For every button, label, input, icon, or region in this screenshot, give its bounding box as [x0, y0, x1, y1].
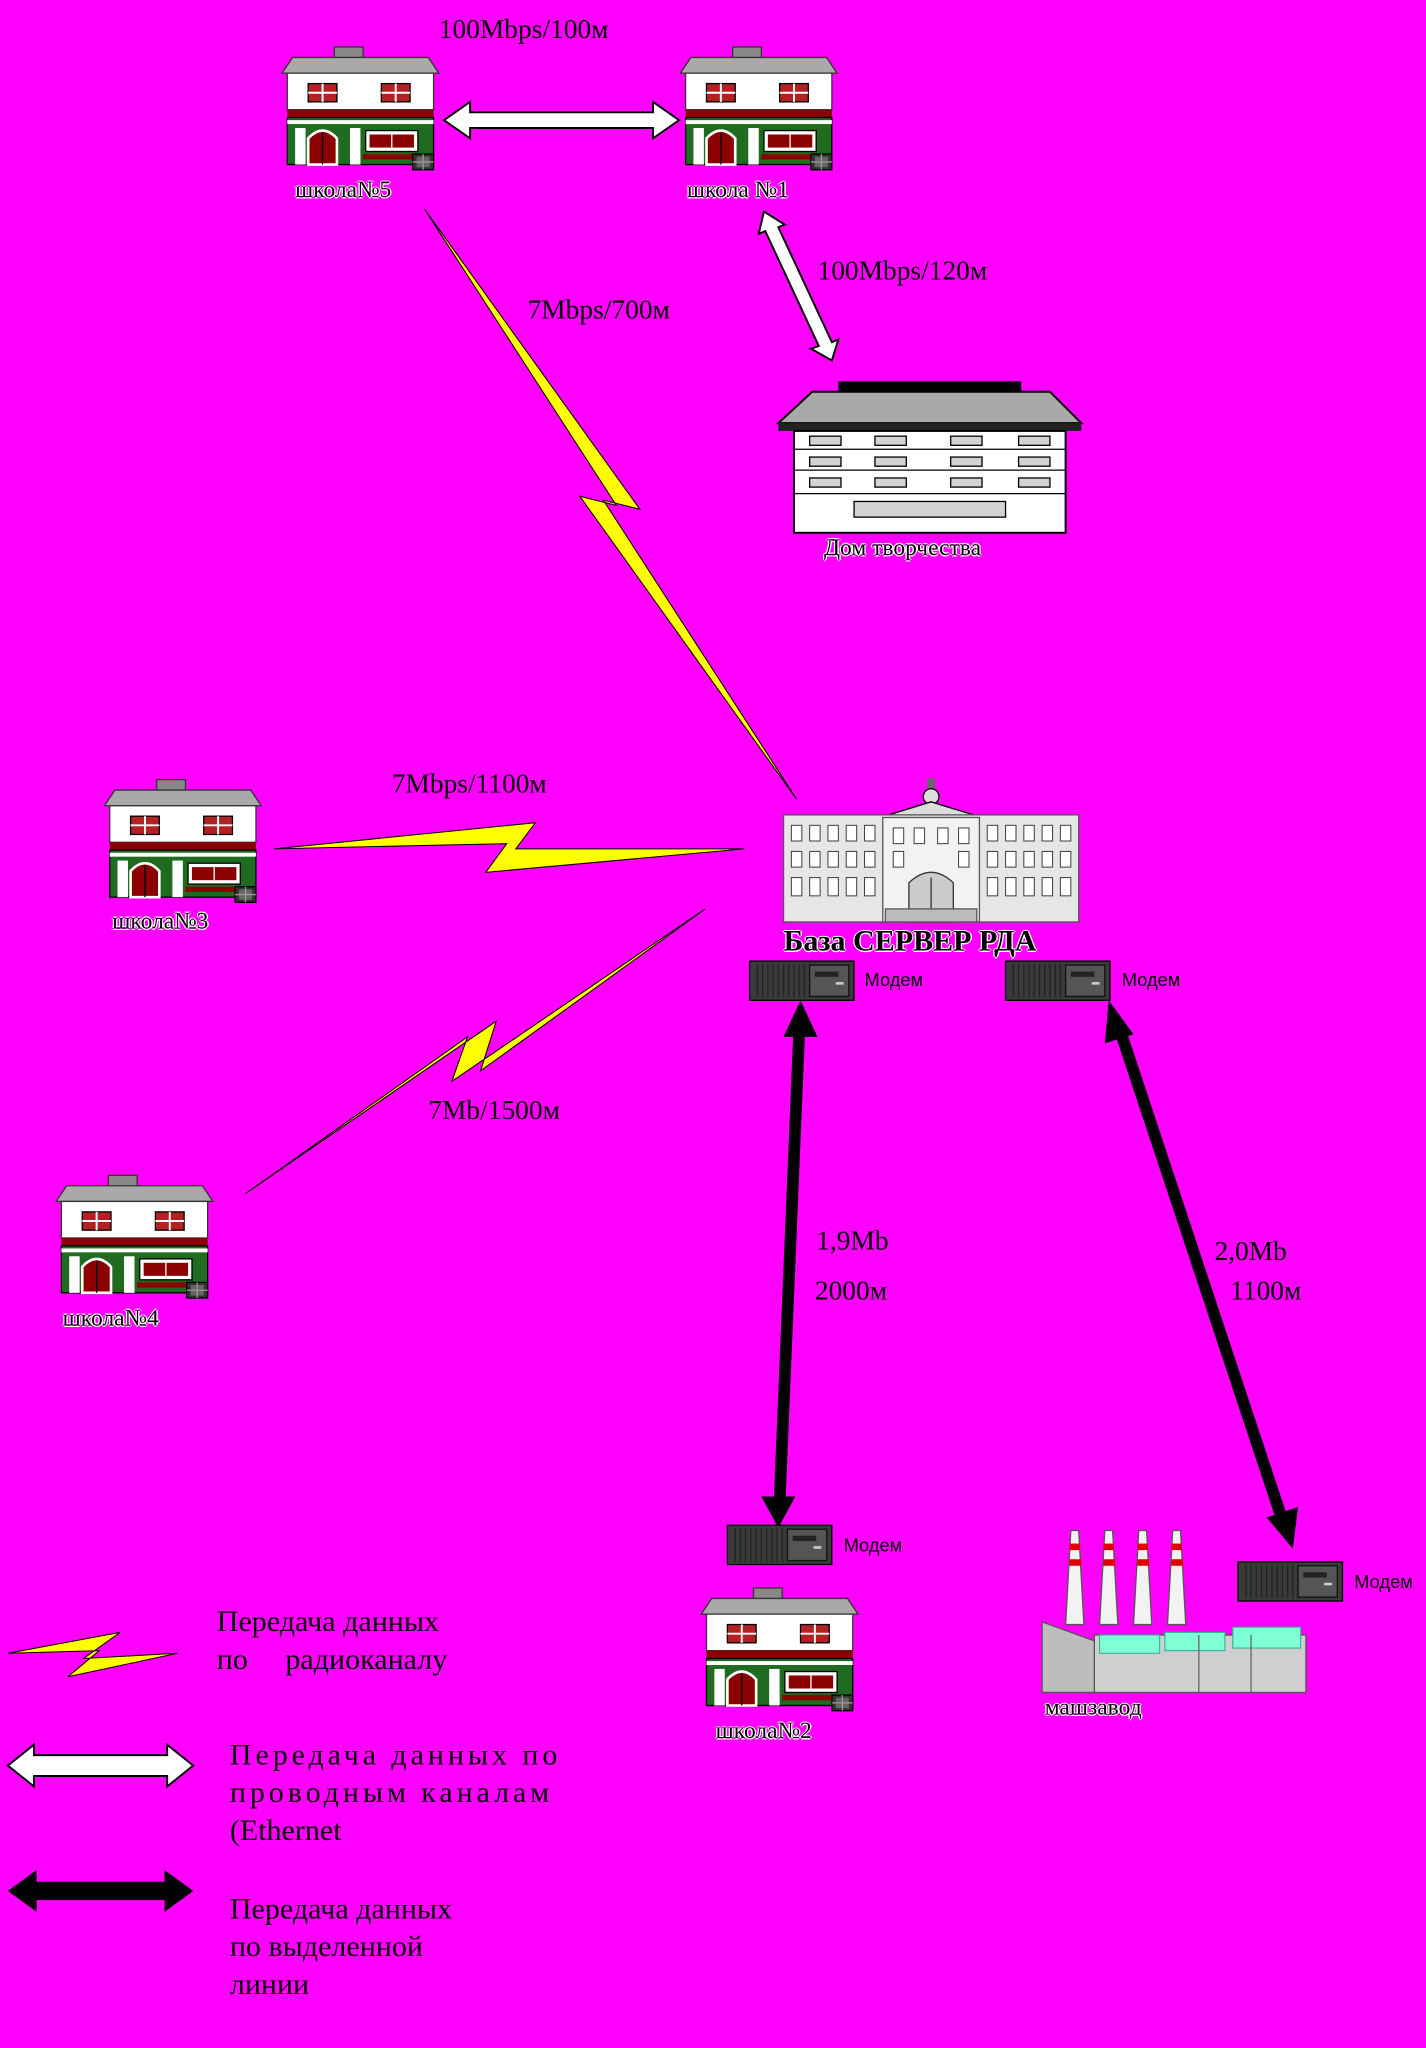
legend-radio-line2: по радиоканалу: [216, 1642, 448, 1676]
legend-leased-line2: по выделенной: [229, 1929, 423, 1963]
modem-school2-label: Модем: [843, 1534, 903, 1556]
wired-link-school1-culture: [757, 210, 840, 362]
legend-wired-line3: (Ethernet: [229, 1813, 342, 1846]
legend-wired-line1: Передача данных по: [229, 1738, 562, 1771]
server-base-building: [782, 778, 1080, 923]
school1-building: [679, 45, 839, 171]
school1-label: школа №1: [686, 176, 789, 203]
link-label-school5-server: 7Mbps/700м: [527, 293, 670, 326]
server-base-label: База СЕРВЕР РДА: [783, 924, 1037, 958]
link-label-school4-server: 7Mb/1500м: [428, 1094, 560, 1126]
modem-right-icon: [1004, 960, 1111, 1001]
radio-link-school4-server: [245, 908, 706, 1195]
factory-label: машзавод: [1044, 1693, 1142, 1720]
legend-radio-line1: Передача данных: [216, 1604, 440, 1638]
modem-left-icon: [748, 960, 855, 1001]
school2-building: [699, 1586, 860, 1712]
school4-label: школа№4: [62, 1304, 159, 1331]
culture-house-building: [775, 381, 1084, 534]
wired-link-school5-school1: [442, 99, 681, 141]
modem-school2-icon: [726, 1524, 833, 1566]
legend-leased-text: Передача данных по выделенной линии: [230, 1891, 452, 2004]
modem-factory-label: Модем: [1354, 1570, 1413, 1592]
school3-label: школа№3: [112, 907, 209, 934]
legend-wired-line2: проводным каналам: [229, 1775, 554, 1809]
school3-building: [103, 778, 263, 904]
legend-radio-symbol: [7, 1631, 178, 1678]
radio-link-school3-server: [274, 822, 745, 873]
school2-label: школа№2: [715, 1717, 812, 1744]
culture-house-label: Дом творчества: [824, 534, 982, 561]
legend-radio-text: Передача данных по радиоканалу: [217, 1604, 448, 1679]
link-label-school2-distance: 2000м: [814, 1274, 888, 1306]
link-label-factory-speed: 2,0Mb: [1214, 1235, 1287, 1267]
link-label-school3-server: 7Mbps/1100м: [391, 767, 547, 800]
link-label-school2-speed: 1,9Mb: [816, 1224, 889, 1257]
leased-link-server-factory: [1104, 1000, 1299, 1549]
modem-factory-icon: [1237, 1561, 1344, 1602]
link-label-school5-school1: 100Mbps/100м: [438, 13, 609, 45]
legend-leased-line3: линии: [229, 1967, 310, 2000]
leased-link-server-school2: [761, 1000, 818, 1528]
factory-building: [1041, 1529, 1307, 1694]
legend-leased-line1: Передача данных: [229, 1892, 453, 1925]
radio-link-school5-server: [423, 208, 798, 800]
school5-building: [280, 45, 441, 171]
modem-right-label: Модем: [1121, 968, 1181, 990]
modem-left-label: Модем: [864, 968, 924, 990]
link-label-school1-culture: 100Mbps/120м: [817, 254, 988, 286]
school4-building: [54, 1174, 215, 1299]
legend-wired-text: Передача данных по проводным каналам (Et…: [230, 1737, 561, 1850]
link-label-factory-distance: 1100м: [1230, 1274, 1302, 1306]
legend-leased-symbol: [7, 1870, 194, 1912]
legend-wired-symbol: [6, 1742, 195, 1789]
school5-label: школа№5: [295, 176, 392, 203]
